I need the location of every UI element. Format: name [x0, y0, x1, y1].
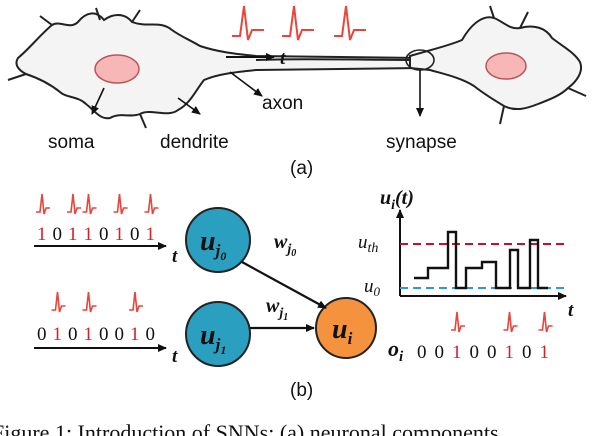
rest-label: u0	[364, 276, 381, 299]
spike-mark	[129, 291, 143, 313]
membrane-title: ui(t)	[380, 187, 414, 213]
neuron-i-label: ui	[332, 314, 353, 348]
spike-bit: 0	[53, 224, 63, 245]
weight-j1-label: wj1	[266, 295, 288, 323]
synapse-label: synapse	[386, 132, 457, 153]
left-neuron	[7, 7, 421, 129]
spike-bit: 0	[115, 324, 125, 345]
membrane-trace	[414, 230, 548, 290]
spike-bit: 0	[99, 224, 109, 245]
neuron-i	[315, 297, 377, 359]
spike-bit: 1	[115, 224, 125, 245]
spike-mark	[113, 193, 128, 215]
panel-a-label: (a)	[290, 158, 313, 179]
soma-label: soma	[48, 132, 95, 153]
spike-bit: 1	[84, 224, 94, 245]
neuron-j1	[185, 301, 251, 367]
membrane-x-time-label: t	[568, 300, 574, 321]
caption-fragment: Figure 1: Introduction of SNNs: (a) neur…	[0, 420, 499, 436]
spike-bit: 0	[37, 324, 47, 345]
output-bit: 1	[505, 342, 515, 363]
output-label: oi	[388, 336, 404, 365]
spike-bit: 0	[68, 324, 78, 345]
spike-bit: 1	[37, 224, 47, 245]
spike-bit: 0	[146, 324, 156, 345]
axon-spike	[232, 5, 264, 41]
dendrite-label: dendrite	[160, 132, 229, 153]
spike-bit: 1	[84, 324, 94, 345]
panel-b-label: (b)	[290, 380, 313, 401]
input0-time-label: t	[172, 246, 178, 267]
spike-bit: 1	[68, 224, 78, 245]
spike-mark	[82, 291, 97, 313]
spike-bit: 1	[130, 324, 140, 345]
output-bit: 0	[435, 342, 445, 363]
left-nucleus	[94, 54, 140, 84]
output-spike-mark	[538, 311, 553, 333]
axon-spike	[334, 5, 366, 41]
left-dendrite-branch	[7, 7, 147, 129]
right-neuron	[409, 5, 587, 125]
output-bit: 0	[470, 342, 480, 363]
spike-mark	[144, 193, 159, 215]
left-soma-shape	[15, 12, 421, 120]
output-spike-mark	[451, 311, 465, 333]
output-spike-train	[451, 311, 553, 333]
output-bit: 0	[522, 342, 532, 363]
axon-label: axon	[262, 93, 303, 114]
spike-mark	[51, 291, 66, 313]
weight-j0-label: wj0	[274, 231, 296, 259]
dendrite-pointer	[177, 97, 201, 115]
axon-pointer	[229, 71, 263, 97]
spike-bit: 1	[53, 324, 63, 345]
axon-time-label: t	[280, 48, 286, 69]
spike-mark	[67, 193, 81, 215]
axon-spike	[282, 5, 314, 41]
right-dendrite-branch	[489, 5, 587, 125]
spike-bit: 0	[99, 324, 109, 345]
output-bit: 0	[417, 342, 427, 363]
neuron-j0	[185, 207, 251, 273]
output-bit: 0	[487, 342, 497, 363]
output-bit: 1	[452, 342, 462, 363]
spike-bit: 1	[146, 224, 156, 245]
connection-j0-to-i	[241, 261, 327, 309]
axon-spike-train	[232, 5, 366, 41]
threshold-label: uth	[358, 232, 378, 256]
spike-bit: 0	[130, 224, 140, 245]
output-bit: 1	[540, 342, 550, 363]
spike-mark	[36, 193, 50, 215]
panel-a: t soma dendrite axon synapse (a)	[7, 5, 587, 179]
output-spike-mark	[503, 311, 518, 333]
input1-time-label: t	[172, 346, 178, 367]
soma-pointer	[91, 87, 105, 115]
spike-mark	[82, 193, 97, 215]
right-nucleus	[485, 52, 527, 80]
